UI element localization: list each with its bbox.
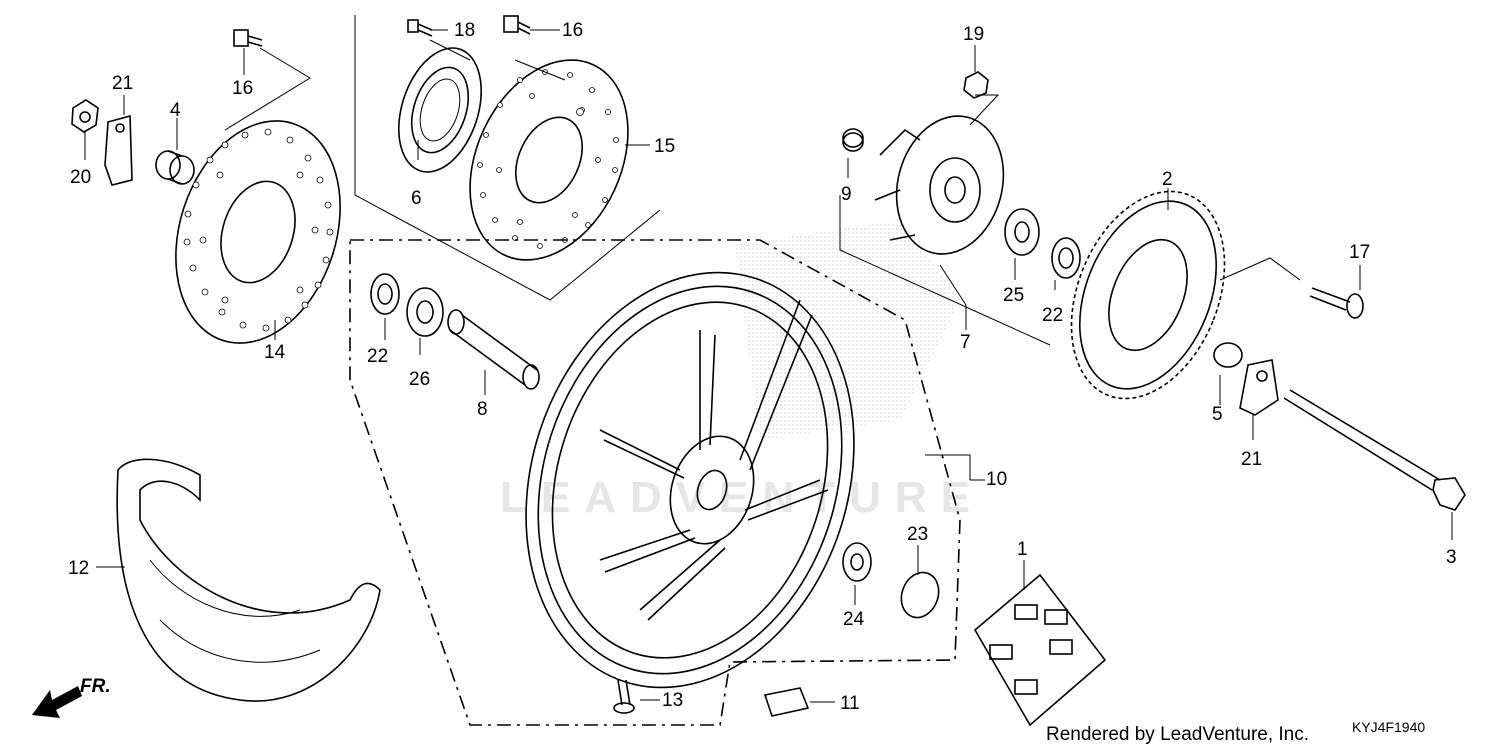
brake-disk-icon: [175, 120, 341, 344]
collar-icon: [155, 150, 195, 185]
part-number-label: 19: [963, 24, 984, 45]
part-number-label: 7: [960, 332, 971, 353]
part-number-label: 22: [1042, 305, 1063, 326]
part-number-label: 6: [411, 188, 422, 209]
bolt-icon: [503, 15, 531, 35]
oil-seal-icon: [370, 273, 400, 315]
part-number-label: 22: [367, 346, 388, 367]
group-bracket: [839, 195, 1051, 346]
screw-icon: [407, 19, 433, 37]
valve-icon: [613, 679, 635, 714]
part-number-label: 9: [841, 184, 852, 205]
bearing-icon: [406, 287, 444, 337]
part-number-label: 11: [840, 693, 860, 714]
valve-set-icon: [973, 573, 1107, 727]
oil-seal-icon: [1051, 237, 1081, 279]
credit-text: Rendered by LeadVenture, Inc.: [1046, 724, 1309, 745]
nut-icon: [71, 99, 99, 133]
leader-lines: [84, 29, 1453, 703]
part-number-label: 20: [70, 167, 91, 188]
bolt-icon: [1309, 287, 1364, 319]
nut-icon: [963, 71, 989, 99]
part-number-label: 17: [1349, 242, 1370, 263]
weight-icon: [763, 687, 810, 717]
part-number-label: 16: [232, 78, 253, 99]
sprocket-icon: [1070, 190, 1226, 400]
part-number-label: 4: [170, 100, 181, 121]
part-number-label: 21: [1241, 449, 1262, 470]
bearing-icon: [842, 542, 872, 582]
part-number-label: 15: [654, 136, 675, 157]
part-number-label: 12: [68, 558, 89, 579]
part-number-label: 25: [1003, 285, 1024, 306]
part-number-label: 24: [843, 609, 865, 630]
wheel-icon: [525, 271, 855, 689]
plate-icon: [1239, 359, 1279, 416]
watermark: LEADVENTURE: [500, 220, 984, 522]
part-number-label: 5: [1212, 404, 1223, 425]
part-number-label: 2: [1162, 169, 1173, 190]
tire-icon: [116, 458, 381, 702]
pulser-ring-icon: [398, 47, 482, 173]
bolt-icon: [233, 29, 263, 47]
part-number-label: 1: [1017, 539, 1028, 560]
part-number-label: 13: [662, 690, 683, 711]
collar-icon: [842, 128, 864, 152]
group-bracket: [354, 15, 661, 301]
group-bracket: [349, 239, 961, 726]
part-number-label: 26: [409, 369, 430, 390]
watermark-text: LEADVENTURE: [500, 473, 984, 522]
axle-icon: [1283, 389, 1466, 511]
spacer-icon: [447, 309, 540, 390]
part-number-label: 3: [1446, 547, 1457, 568]
group-bracket: [925, 454, 971, 480]
part-number-label: 18: [454, 20, 475, 41]
part-number-label: 23: [907, 524, 928, 545]
part-number-label: 21: [112, 73, 133, 94]
bearing-icon: [1004, 208, 1040, 256]
brake-disk-icon: [469, 59, 629, 261]
part-number-label: 16: [562, 20, 583, 41]
direction-label: FR.: [80, 676, 111, 697]
part-number-label: 14: [264, 342, 286, 363]
o-ring-icon: [900, 571, 940, 619]
collar-icon: [1213, 342, 1243, 368]
front-direction-arrow: FR.: [32, 676, 111, 718]
part-labels: 1 2 3 4 5 6 7 8 9 10 11 12 13 14 15 16 1…: [68, 20, 1457, 714]
credit-line: Rendered by LeadVenture, Inc. KYJ4F1940: [1046, 719, 1425, 745]
part-number-label: 8: [477, 399, 488, 420]
diagram-code: KYJ4F1940: [1352, 719, 1425, 735]
hub-flange-icon: [874, 115, 1005, 255]
plate-icon: [104, 114, 133, 186]
part-number-label: 10: [986, 469, 1007, 490]
